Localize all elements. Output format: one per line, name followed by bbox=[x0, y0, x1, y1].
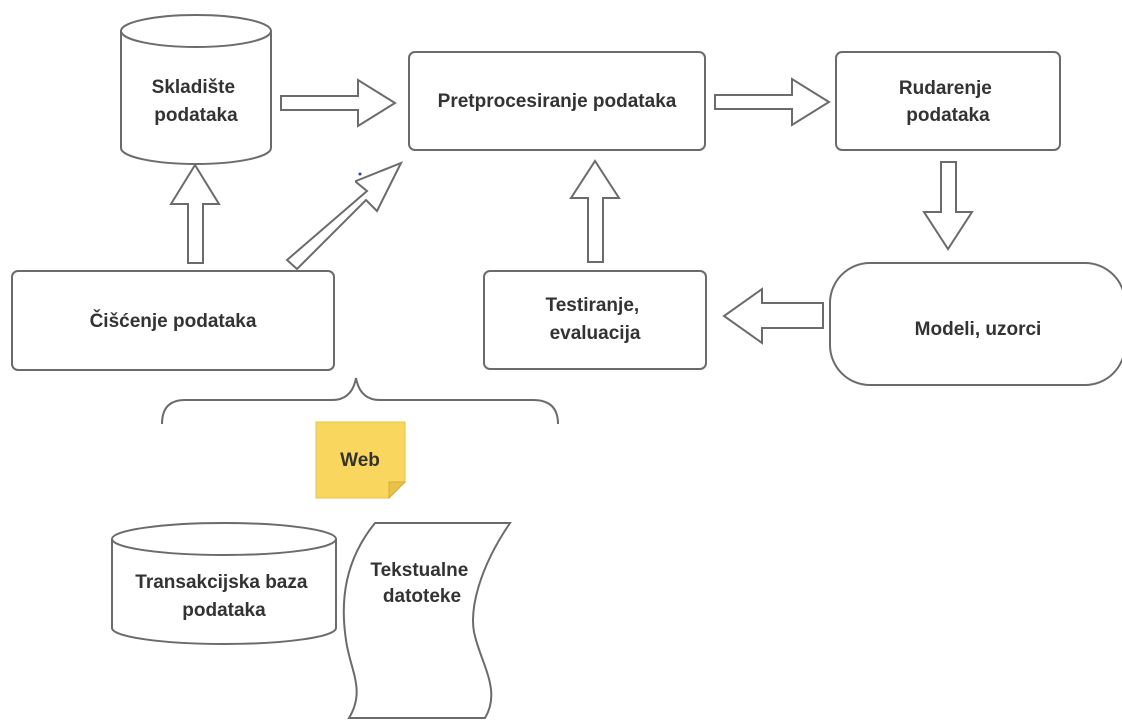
svg-text:Transakcijska baza podat: Transakcijska baza podataka bbox=[135, 572, 312, 621]
rudarenje-podataka-box: Rudarenje podataka bbox=[835, 51, 1061, 151]
testiranje-evaluacija-box: Testiranje, evaluacija bbox=[483, 270, 707, 370]
svg-text:Tekstualne datoteke: Tekstualne datoteke bbox=[370, 560, 473, 607]
arrow-modeli-to-testiranje bbox=[722, 287, 824, 345]
skladiste-label-line1: Skladište bbox=[152, 77, 235, 98]
skladiste-podataka-cylinder: Skladište podataka bbox=[120, 14, 272, 165]
skladiste-label-line2: podataka bbox=[154, 105, 238, 126]
arrow-ciscenje-to-skladiste bbox=[169, 163, 221, 264]
testiranje-label-line1: Testiranje, bbox=[546, 295, 640, 316]
pretprocesiranje-podataka-box: Pretprocesiranje podataka bbox=[408, 51, 706, 151]
tekstualne-label-line1: Tekstualne bbox=[370, 560, 468, 581]
ciscenje-label: Čišćenje podataka bbox=[90, 310, 257, 332]
pretprocesiranje-label: Pretprocesiranje podataka bbox=[438, 91, 677, 112]
svg-text:Testiranje, evaluacija: Testiranje, evaluacija bbox=[546, 295, 645, 344]
ciscenje-podataka-box: Čišćenje podataka bbox=[11, 270, 335, 371]
transakcijska-label-line2: podataka bbox=[182, 600, 266, 621]
rudarenje-label-line2: podataka bbox=[906, 105, 990, 126]
svg-text:Skladište podataka: Skladište podataka bbox=[152, 77, 241, 126]
modeli-uzorci-box: Modeli, uzorci bbox=[829, 262, 1122, 386]
connection-dot bbox=[358, 172, 362, 176]
web-label: Web bbox=[340, 450, 380, 471]
transakcijska-baza-cylinder: Transakcijska baza podataka bbox=[111, 522, 337, 645]
arrow-ciscenje-to-pretprocesiranje bbox=[285, 161, 404, 271]
svg-text:Rudarenje podataka: Rudarenje podataka bbox=[899, 78, 997, 126]
tekstualne-datoteke-document: Tekstualne datoteke bbox=[342, 522, 512, 719]
rudarenje-label-line1: Rudarenje bbox=[899, 78, 992, 99]
tekstualne-label-line2: datoteke bbox=[383, 586, 461, 607]
curly-brace bbox=[161, 377, 559, 425]
transakcijska-label-line1: Transakcijska baza bbox=[135, 572, 308, 593]
arrow-pretprocesiranje-to-rudarenje bbox=[714, 77, 831, 127]
web-sticky-note: Web bbox=[315, 421, 407, 500]
testiranje-label-line2: evaluacija bbox=[550, 323, 641, 344]
modeli-label: Modeli, uzorci bbox=[915, 319, 1042, 340]
arrow-rudarenje-to-modeli bbox=[922, 161, 974, 251]
arrow-testiranje-to-pretprocesiranje bbox=[569, 159, 621, 263]
arrow-skladiste-to-pretprocesiranje bbox=[280, 78, 397, 128]
